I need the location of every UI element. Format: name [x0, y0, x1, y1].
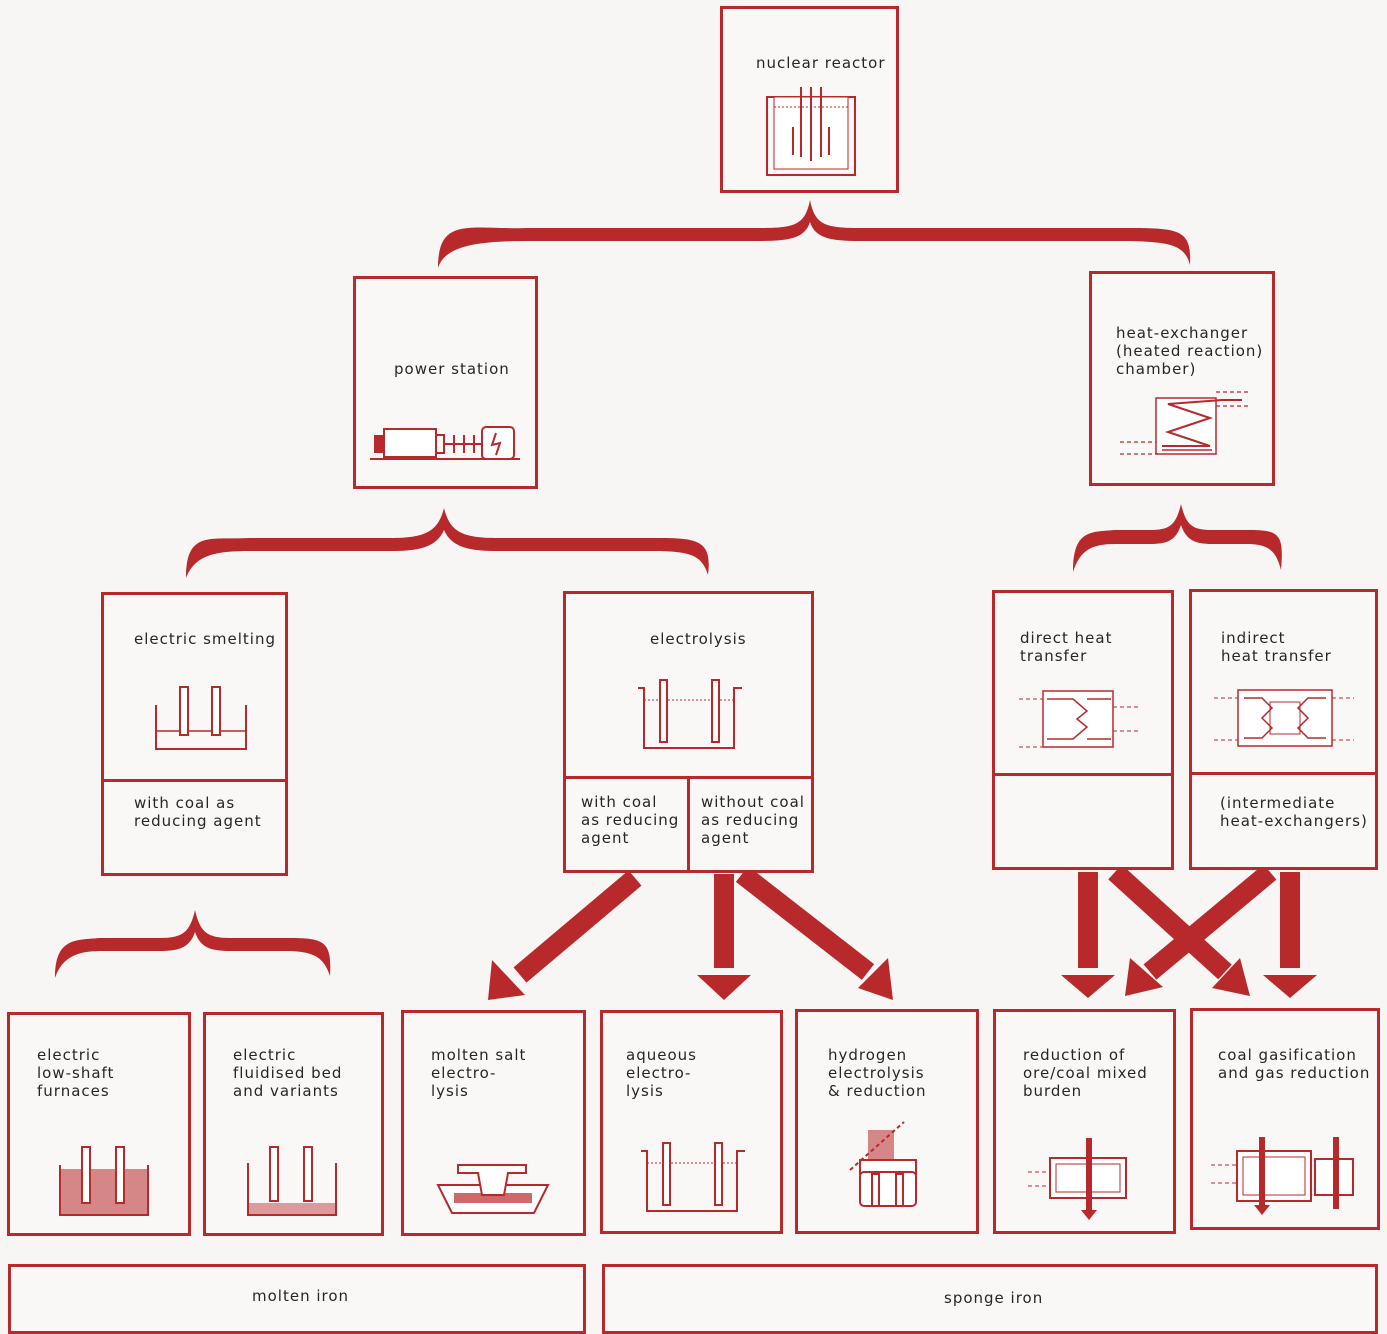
node-label: hydrogen electrolysis & reduction — [828, 1046, 927, 1100]
node-label: molten salt electro- lysis — [431, 1046, 527, 1100]
arrow-with-coal-shaft — [513, 870, 642, 983]
node-nuclear-reactor: nuclear reactor — [720, 6, 899, 193]
arrow-head — [858, 958, 893, 1000]
arrow-head — [1263, 975, 1317, 998]
node-label: reduction of ore/coal mixed burden — [1023, 1046, 1148, 1100]
arrow-indirect-to-reduction-shaft — [1143, 864, 1277, 980]
output-label: sponge iron — [944, 1289, 1044, 1307]
node-label: electrolysis — [650, 630, 747, 648]
node-label: power station — [394, 360, 510, 378]
output-sponge-iron: sponge iron — [602, 1264, 1378, 1334]
arrow-head — [1061, 975, 1115, 998]
node-coal-gasification: coal gasification and gas reduction — [1190, 1008, 1380, 1230]
node-hydrogen: hydrogen electrolysis & reduction — [795, 1009, 979, 1234]
node-divider — [1192, 772, 1375, 775]
node-label: aqueous electro- lysis — [626, 1046, 697, 1100]
hydrogen-reactor-icon — [849, 1121, 917, 1207]
node-direct-heat-transfer: direct heat transfer — [992, 590, 1174, 870]
arrow-without-coal-hydrogen-shaft — [735, 866, 875, 980]
node-divider — [104, 779, 285, 782]
brace-reactor — [438, 200, 1191, 268]
node-indirect-heat-transfer: indirect heat transfer (intermediate hea… — [1189, 589, 1378, 870]
node-label: electric smelting — [134, 630, 277, 648]
aqueous-cell-icon — [641, 1142, 745, 1212]
generator-turbine-icon — [370, 426, 520, 460]
node-power-station: power station — [353, 276, 538, 489]
node-label: indirect heat transfer — [1221, 629, 1332, 665]
node-electric-smelting: electric smelting with coal as reducing … — [101, 592, 288, 876]
arrow-head — [1212, 958, 1250, 996]
arrow-head — [488, 960, 525, 1000]
gasification-reactor-icon — [1211, 1137, 1354, 1215]
node-label: coal gasification and gas reduction — [1218, 1046, 1371, 1082]
node-divider — [687, 776, 690, 870]
node-heat-exchanger: heat-exchanger (heated reaction) chamber… — [1089, 271, 1275, 486]
node-label: direct heat transfer — [1020, 629, 1113, 665]
node-label: nuclear reactor — [756, 54, 886, 72]
node-divider — [995, 773, 1171, 776]
node-sublabel-left: with coal as reducing agent — [581, 793, 680, 847]
node-sublabel: with coal as reducing agent — [134, 794, 262, 830]
direct-heat-exchanger-icon — [1019, 690, 1141, 748]
electrolysis-cell-icon — [638, 679, 742, 749]
arrow-head — [697, 975, 751, 1000]
indirect-heat-exchanger-icon — [1214, 689, 1354, 747]
node-sublabel: (intermediate heat-exchangers) — [1220, 794, 1368, 830]
node-molten-salt: molten salt electro- lysis — [401, 1010, 586, 1236]
reactor-vessel-icon — [766, 87, 856, 176]
node-label: electric fluidised bed and variants — [233, 1046, 343, 1100]
brace-power-station — [186, 508, 709, 578]
brace-electric-smelting — [55, 910, 331, 978]
node-reduction-ore-coal: reduction of ore/coal mixed burden — [993, 1009, 1176, 1234]
node-electric-fluidised-bed: electric fluidised bed and variants — [203, 1012, 384, 1236]
brace-heat-exchanger — [1073, 504, 1282, 572]
fluidised-bed-icon — [247, 1146, 337, 1216]
arrow-direct-to-gasification-shaft — [1108, 864, 1232, 980]
mixed-burden-reactor-icon — [1028, 1138, 1127, 1220]
smelting-furnace-icon — [155, 686, 247, 750]
molten-salt-cell-icon — [436, 1164, 550, 1214]
node-electric-low-shaft: electric low-shaft furnaces — [7, 1012, 191, 1236]
output-label: molten iron — [252, 1287, 350, 1305]
node-sublabel-right: without coal as reducing agent — [701, 793, 805, 847]
low-shaft-furnace-icon — [59, 1146, 149, 1216]
node-electrolysis: electrolysis with coal as reducing agent… — [563, 591, 814, 873]
arrow-head — [1125, 958, 1163, 996]
node-label: electric low-shaft furnaces — [37, 1046, 115, 1100]
node-label: heat-exchanger (heated reaction) chamber… — [1116, 324, 1264, 378]
output-molten-iron: molten iron — [8, 1264, 586, 1334]
node-aqueous: aqueous electro- lysis — [600, 1010, 783, 1234]
heat-exchanger-coil-icon — [1120, 391, 1250, 455]
